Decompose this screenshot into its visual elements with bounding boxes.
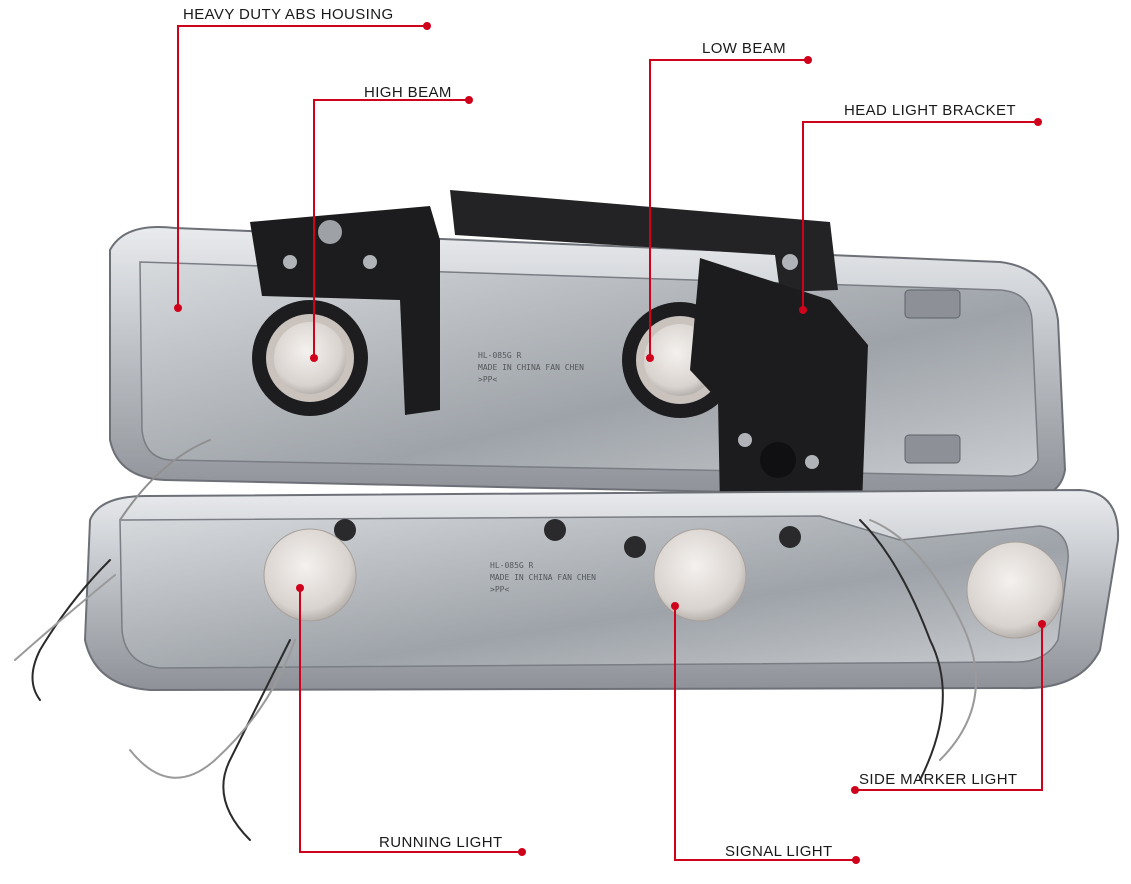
wiring-harness: [14, 439, 977, 841]
dot-head-light-bracket-end: [1034, 118, 1042, 126]
dot-side-marker-light-end: [851, 786, 859, 794]
dot-heavy-duty-abs-housing-anchor: [174, 304, 182, 312]
bumper-stamp-line-3: >PP<: [490, 585, 509, 594]
leader-head-light-bracket: [802, 121, 1038, 310]
housing-stamp-line-2: MADE IN CHINA FAN CHEN: [478, 363, 584, 372]
dot-head-light-bracket-anchor: [799, 306, 807, 314]
dot-running-light-anchor: [296, 584, 304, 592]
leader-running-light: [299, 588, 522, 853]
dot-running-light-end: [518, 848, 526, 856]
leader-high-beam: [313, 99, 469, 358]
leader-side-marker-light: [855, 624, 1043, 791]
leader-low-beam: [649, 59, 808, 358]
label-high-beam: HIGH BEAM: [364, 84, 452, 101]
leader-signal-light: [674, 606, 856, 861]
dot-heavy-duty-abs-housing-end: [423, 22, 431, 30]
housing-stamp-line-3: >PP<: [478, 375, 497, 384]
dot-high-beam-anchor: [310, 354, 318, 362]
dot-low-beam-end: [804, 56, 812, 64]
callout-dots: [174, 22, 1046, 864]
leader-heavy-duty-abs-housing: [177, 25, 427, 308]
housing-stamp-line-1: HL-085G R: [478, 351, 522, 360]
label-heavy-duty-abs-housing: HEAVY DUTY ABS HOUSING: [183, 6, 394, 23]
label-running-light: RUNNING LIGHT: [379, 834, 503, 851]
dot-signal-light-end: [852, 856, 860, 864]
dot-high-beam-end: [465, 96, 473, 104]
dot-low-beam-anchor: [646, 354, 654, 362]
dot-signal-light-anchor: [671, 602, 679, 610]
label-low-beam: LOW BEAM: [702, 40, 787, 57]
running-light-bulb: [263, 528, 357, 622]
head-light-bracket-part: [250, 190, 868, 508]
bumper-light-housing: HL-085G R MADE IN CHINA FAN CHEN >PP<: [83, 488, 1120, 692]
bumper-stamp-line-2: MADE IN CHINA FAN CHEN: [490, 573, 596, 582]
dot-side-marker-light-anchor: [1038, 620, 1046, 628]
label-signal-light: SIGNAL LIGHT: [725, 843, 833, 860]
signal-light-bulb: [653, 528, 747, 622]
callout-leader-lines: [177, 25, 1043, 861]
side-marker-light-bulb: [966, 541, 1064, 639]
label-head-light-bracket: HEAD LIGHT BRACKET: [844, 102, 1016, 119]
label-side-marker-light: SIDE MARKER LIGHT: [859, 771, 1018, 788]
bumper-stamp-line-1: HL-085G R: [490, 561, 534, 570]
